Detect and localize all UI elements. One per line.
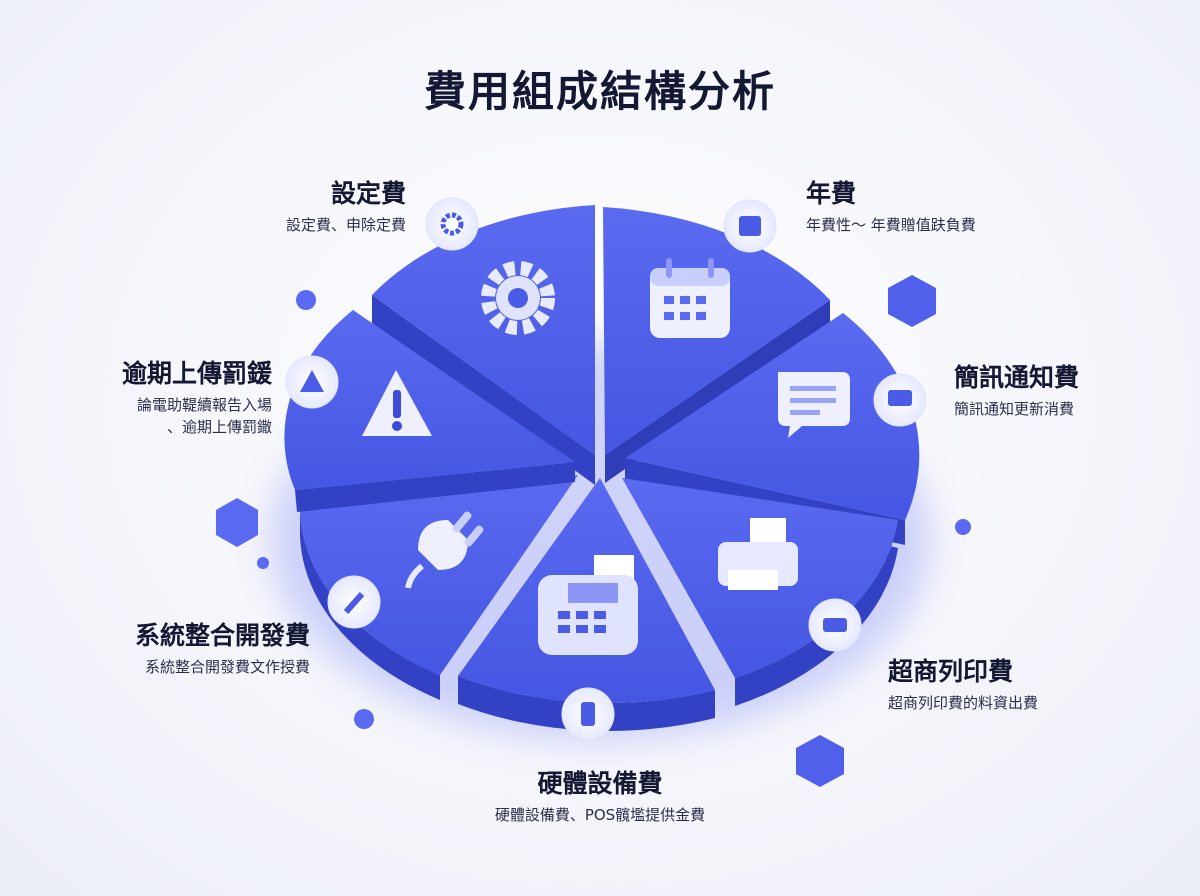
setup-badge xyxy=(425,197,479,251)
segment-desc: 系統整合開發費文作授費 xyxy=(144,658,310,676)
gear-icon xyxy=(481,261,555,335)
segment-desc: 硬體設備費、POS髖壏提供金費 xyxy=(494,806,706,824)
printer-icon xyxy=(718,518,798,590)
warning-icon xyxy=(362,370,432,436)
segment-desc: 年費性～ 年費贈值趺負費 xyxy=(806,216,976,234)
cube-decoration xyxy=(888,275,936,327)
plug-icon xyxy=(405,511,484,589)
segment-name: 系統整合開發費 xyxy=(134,621,310,650)
page-title: 費用組成結構分析 xyxy=(423,67,776,116)
segment-label-integration: 系統整合開發費 系統整合開發費文作授費 xyxy=(135,620,310,678)
segment-name: 年費 xyxy=(806,179,857,208)
pos-terminal-icon xyxy=(538,555,638,655)
sms-badge xyxy=(873,373,927,427)
hexagon-decoration xyxy=(216,498,258,547)
segment-label-penalty: 逾期上傳罰鍰 論電助鞮續報告入場 、逾期上傳罰鏾 xyxy=(122,358,272,438)
segment-desc: 簡訊通知更新消費 xyxy=(954,400,1075,418)
segment-label-hardware: 硬體設備費 硬體設備費、POS髖壏提供金費 xyxy=(420,768,780,826)
segment-label-annual: 年費 年費性～ 年費贈值趺負費 xyxy=(806,178,976,236)
segment-label-sms: 簡訊通知費 簡訊通知更新消費 xyxy=(954,362,1079,420)
annual-badge xyxy=(723,199,777,253)
chat-message-icon xyxy=(778,372,850,438)
slice-setup xyxy=(372,205,595,485)
segment-label-setup: 設定費 設定費、申除定費 xyxy=(286,178,406,236)
calendar-icon xyxy=(650,258,730,338)
penalty-badge xyxy=(285,355,339,409)
cube-decoration xyxy=(796,735,844,787)
segment-name: 逾期上傳罰鍰 xyxy=(121,359,272,388)
hardware-badge xyxy=(561,687,615,741)
dot-decoration xyxy=(955,519,971,535)
segment-name: 超商列印費 xyxy=(888,657,1014,686)
segment-desc: 設定費、申除定費 xyxy=(285,216,406,234)
integration-badge xyxy=(327,575,381,629)
segment-name: 簡訊通知費 xyxy=(954,363,1080,392)
segment-name: 硬體設備費 xyxy=(537,769,663,798)
segment-desc: 論電助鞮續報告入場 、逾期上傳罰鏾 xyxy=(136,396,272,436)
print-badge xyxy=(808,598,862,652)
segment-name: 設定費 xyxy=(330,179,406,208)
dot-decoration xyxy=(296,290,316,310)
dot-decoration xyxy=(354,709,374,729)
segment-label-print: 超商列印費 超商列印費的料資出費 xyxy=(888,656,1038,714)
slice-penalty xyxy=(284,310,575,512)
dot-decoration xyxy=(257,557,269,569)
segment-desc: 超商列印費的料資出費 xyxy=(888,694,1039,712)
